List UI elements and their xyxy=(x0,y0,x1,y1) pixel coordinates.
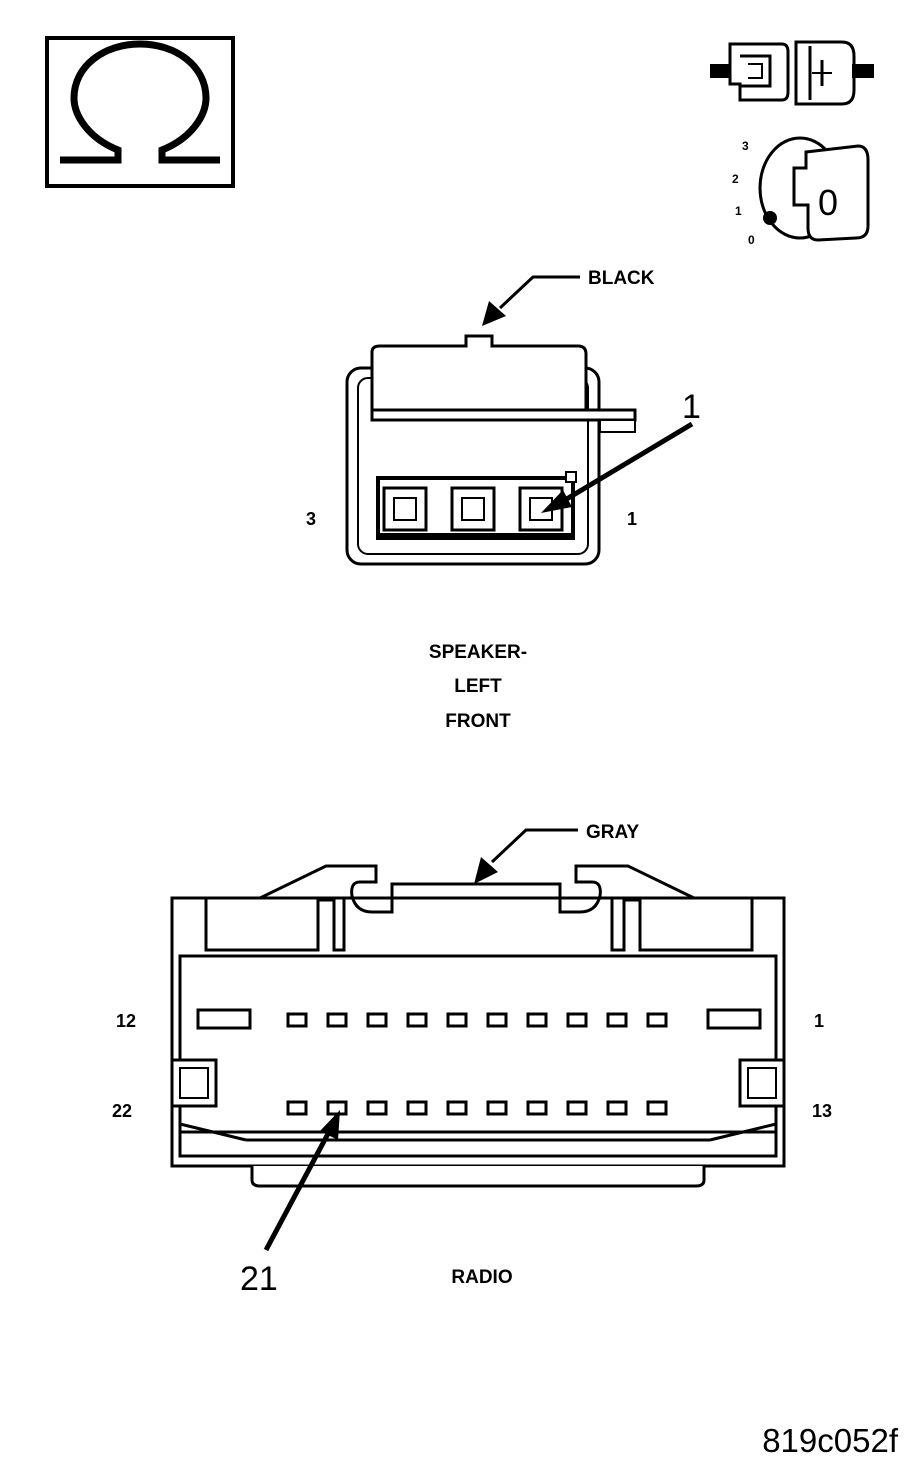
radio-callout-arrow-line xyxy=(263,1128,333,1252)
radio-cavity-15 xyxy=(566,1100,588,1116)
speaker-pin-callout-number: 1 xyxy=(682,388,701,426)
radio-connector-name: RADIO xyxy=(451,1267,512,1288)
ignition-key-off-icon: 0 3 2 1 0 xyxy=(732,136,870,247)
radio-pin-callout-number: 21 xyxy=(240,1260,278,1298)
radio-callout-arrowhead xyxy=(320,1110,340,1140)
disconnect-connector-icon xyxy=(710,40,874,106)
radio-cavity-21 xyxy=(326,1100,348,1116)
radio-cavity-13 xyxy=(646,1100,668,1116)
radio-connector-color-label: GRAY xyxy=(586,822,639,843)
speaker-connector-color-label: BLACK xyxy=(588,268,655,289)
radio-color-leader xyxy=(490,828,578,864)
radio-cavity-9 xyxy=(366,1012,388,1028)
ignition-position-3: 3 xyxy=(742,139,749,153)
radio-cavity-20 xyxy=(366,1100,388,1116)
ignition-key-position-label: 0 xyxy=(818,182,838,223)
radio-cavity-12 xyxy=(196,1008,252,1030)
speaker-name-line-2: LEFT xyxy=(454,676,502,697)
speaker-connector: BLACK 3 1 1 xyxy=(306,268,701,732)
speaker-name-line-3: FRONT xyxy=(445,711,511,732)
radio-cavity-19 xyxy=(406,1100,428,1116)
radio-cavity-5 xyxy=(526,1012,548,1028)
ignition-position-1: 1 xyxy=(735,204,742,218)
radio-cavity-16 xyxy=(526,1100,548,1116)
speaker-pin-right-label: 1 xyxy=(627,509,637,529)
ohm-meter-icon xyxy=(45,36,235,188)
speaker-callout-arrowhead xyxy=(541,490,572,513)
radio-row1-right-label: 1 xyxy=(814,1011,824,1031)
radio-cavity-8 xyxy=(406,1012,428,1028)
radio-cavity-3 xyxy=(606,1012,628,1028)
radio-cavity-7 xyxy=(446,1012,468,1028)
radio-cavity-1 xyxy=(706,1008,762,1030)
radio-cavity-11 xyxy=(286,1012,308,1028)
radio-connector: GRAY xyxy=(112,822,832,1298)
radio-row2-right-label: 13 xyxy=(812,1101,832,1121)
ignition-position-0: 0 xyxy=(748,233,755,247)
radio-cavity-17 xyxy=(486,1100,508,1116)
speaker-pin-left-label: 3 xyxy=(306,509,316,529)
radio-cavity-6 xyxy=(486,1012,508,1028)
radio-row1-left-label: 12 xyxy=(116,1011,136,1031)
figure-id: 819c052f xyxy=(762,1422,899,1459)
speaker-name-line-1: SPEAKER- xyxy=(429,642,527,663)
radio-cavity-22 xyxy=(286,1100,308,1116)
radio-row2-left-label: 22 xyxy=(112,1101,132,1121)
speaker-pin-3 xyxy=(382,486,428,532)
radio-cavity-18 xyxy=(446,1100,468,1116)
radio-cavity-10 xyxy=(326,1012,348,1028)
ignition-position-2: 2 xyxy=(732,172,739,186)
speaker-color-leader xyxy=(498,275,580,310)
radio-cavity-14 xyxy=(606,1100,628,1116)
speaker-callout-arrow-line xyxy=(563,421,694,503)
speaker-pin-2 xyxy=(450,486,496,532)
speaker-color-arrowhead xyxy=(482,301,506,326)
radio-cavity-2 xyxy=(646,1012,668,1028)
radio-color-arrowhead xyxy=(474,857,498,884)
radio-cavity-4 xyxy=(566,1012,588,1028)
